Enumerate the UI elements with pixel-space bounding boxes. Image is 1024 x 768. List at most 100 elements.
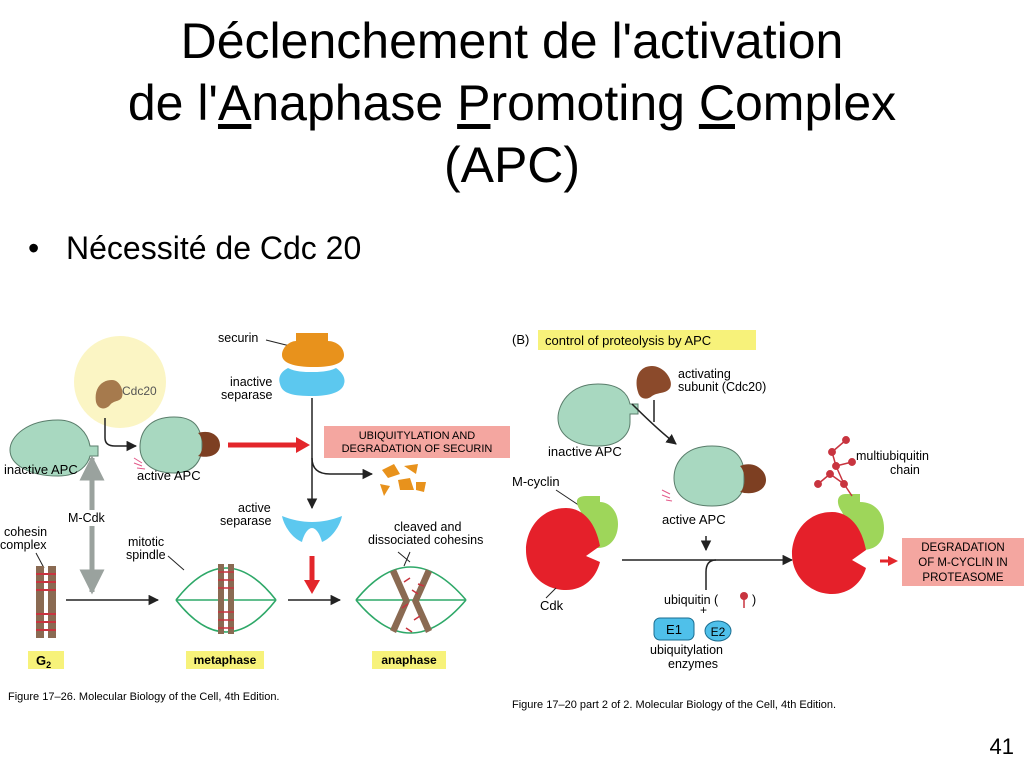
red-arrowhead-securin <box>296 437 310 453</box>
e1-shape <box>653 617 695 641</box>
active-apc-label: active APC <box>137 468 201 483</box>
active-apc-hash <box>133 457 146 470</box>
degradation-line-1: DEGRADATION <box>921 542 1005 554</box>
g2-box <box>28 651 64 669</box>
mitotic-label-1: mitotic <box>128 535 164 549</box>
cdc20-label: Cdc20 <box>122 384 157 398</box>
cdk-pointer <box>545 587 557 599</box>
ubiquitin-feed-arrow <box>705 559 717 590</box>
cohesin-pointer <box>35 552 45 569</box>
bullet-dot: • <box>28 230 40 266</box>
securin-label: securin <box>218 331 258 345</box>
cohesin-label-2: complex <box>0 538 47 552</box>
activating-label-2: subunit (Cdc20) <box>678 380 766 394</box>
metaphase-label: metaphase <box>194 653 257 667</box>
m-cyclin-pointer <box>555 489 581 507</box>
title-letter-p: P <box>457 75 491 131</box>
cdc20-shape <box>95 380 123 409</box>
mitotic-label-2: spindle <box>126 548 166 562</box>
active-separase-shape <box>282 516 342 542</box>
e2-label: E2 <box>711 625 726 639</box>
inactive-separase-shape <box>279 368 345 396</box>
figure-b-caption: Figure 17–20 part 2 of 2. Molecular Biol… <box>512 699 836 711</box>
figure-a: Cdc20 inactive APC active APC UBIQUITYLA… <box>0 331 510 703</box>
securin-shape <box>282 333 344 367</box>
ubiquitin-icon <box>740 592 748 608</box>
enzymes-label-1: ubiquitylation <box>650 643 723 657</box>
activating-subunit-shape <box>636 366 671 399</box>
cdc20-halo <box>74 336 166 428</box>
anaphase-chromosomes <box>390 569 432 633</box>
title-line-2: de l'Anaphase Promoting Complex <box>40 72 984 134</box>
bullet-text: Nécessité de Cdc 20 <box>66 230 362 266</box>
panel-b-title: control of proteolysis by APC <box>545 333 711 348</box>
active-separase-label-2: separase <box>220 514 271 528</box>
title-romoting: romoting <box>490 75 699 131</box>
multiubiquitin-label-1: multiubiquitin <box>856 449 929 463</box>
inactive-apc-shape <box>9 419 99 477</box>
m-cdk-label: M-Cdk <box>68 511 106 525</box>
anaphase-spindle <box>355 566 467 634</box>
title-line-1: Déclenchement de l'activation <box>180 13 844 69</box>
multiubiquitin-label-2: chain <box>890 463 920 477</box>
active-apc-cdc20 <box>198 431 220 457</box>
enzymes-label-2: enzymes <box>668 657 718 671</box>
figure-a-caption: Figure 17–26. Molecular Biology of the C… <box>8 691 280 703</box>
red-down-arrowhead <box>304 580 320 594</box>
cdk-shape-left <box>526 508 600 590</box>
m-cyclin-label: M-cyclin <box>512 474 560 489</box>
m-cdk-label-bg <box>64 510 116 526</box>
slide-title: Déclenchement de l'activation de l'Anaph… <box>40 10 984 196</box>
figure-b: (B) control of proteolysis by APC activa… <box>512 330 1024 711</box>
metaphase-chromosome <box>218 564 234 634</box>
title-naphase: naphase <box>251 75 458 131</box>
securin-fragments <box>380 464 426 496</box>
active-apc-b-label: active APC <box>662 512 726 527</box>
active-apc-b-cdc20 <box>740 464 766 494</box>
anaphase-label: anaphase <box>381 653 437 667</box>
degradation-red-arrowhead <box>888 556 898 566</box>
ubiq-line-2: DEGRADATION OF SECURIN <box>342 443 493 455</box>
bullet-item: • Nécessité de Cdc 20 <box>28 228 361 268</box>
ubiq-line-1: UBIQUITYLATION AND <box>359 430 476 442</box>
cdk-label-b: Cdk <box>540 598 564 613</box>
cdk-shape-right <box>792 512 866 594</box>
g2-label: G2 <box>36 653 51 670</box>
title-letter-c: C <box>698 75 735 131</box>
plus-label: + <box>700 603 707 617</box>
metaphase-spindle <box>175 567 277 633</box>
inactive-separase-label-1: inactive <box>230 375 272 389</box>
inactive-separase-label-2: separase <box>221 388 272 402</box>
g2-chromosome <box>36 566 56 638</box>
active-apc-b-shape <box>673 445 745 507</box>
title-letter-a: A <box>217 75 252 131</box>
title-line-3: (APC) <box>443 137 581 193</box>
ubiq-securin-box <box>324 426 510 458</box>
active-apc-shape <box>139 416 203 474</box>
title-omplex: omplex <box>735 75 897 131</box>
apc-activation-arrow <box>631 403 677 445</box>
anaphase-cohesin-fragments <box>401 577 425 633</box>
degradation-box <box>902 538 1024 586</box>
active-separase-label-1: active <box>238 501 271 515</box>
ubiquitin-close: ) <box>752 593 756 607</box>
anaphase-box <box>372 651 446 669</box>
spindle-pointer <box>167 555 185 571</box>
cleaved-pointer <box>397 551 411 567</box>
cohesin-label-1: cohesin <box>4 525 47 539</box>
panel-b-title-box <box>538 330 756 350</box>
e1-label: E1 <box>666 622 682 637</box>
cdc20-arrow <box>104 418 138 452</box>
active-apc-b-hash <box>661 489 673 502</box>
degradation-line-2: OF M-CYCLIN IN <box>918 557 1007 569</box>
cleaved-label-2: dissociated cohesins <box>368 533 483 547</box>
title-prefix: de l' <box>127 75 218 131</box>
ubiquitin-label: ubiquitin ( <box>664 593 719 607</box>
cleaved-label-1: cleaved and <box>394 520 461 534</box>
securin-degradation-arrow <box>311 457 374 480</box>
panel-b-label: (B) <box>512 332 529 347</box>
slide-number: 41 <box>989 734 1014 759</box>
e2-shape <box>704 620 732 642</box>
securin-pointer <box>265 339 291 347</box>
inactive-apc-label: inactive APC <box>4 462 78 477</box>
